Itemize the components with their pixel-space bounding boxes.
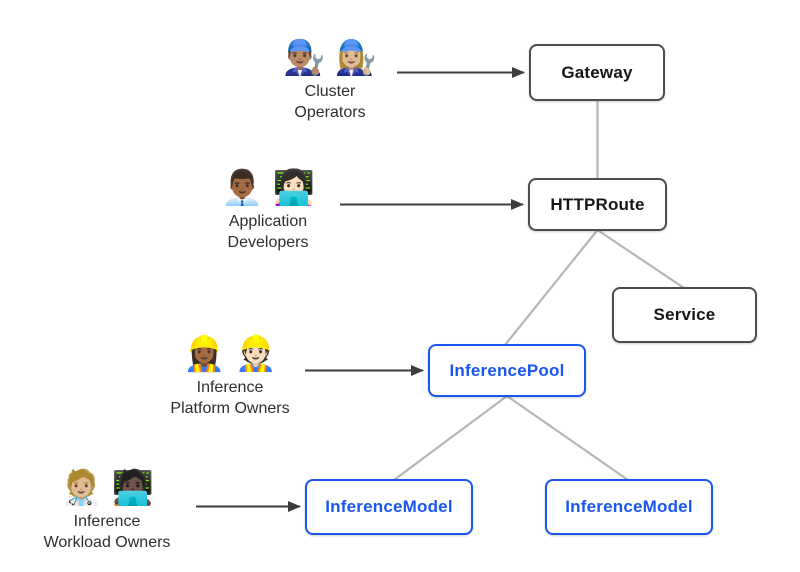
- cluster-operators-icon: 👨🏽‍🔧 👩🏼‍🔧: [282, 39, 378, 77]
- edge-httproute-service: [596, 229, 685, 289]
- persona-label: Inference Workload Owners: [43, 512, 171, 551]
- application-developers-icon: 👨🏾‍💼 👩🏻‍💻: [220, 169, 316, 207]
- persona-label: Application Developers: [227, 212, 309, 251]
- edge-inferencepool-inferencemodel-1: [393, 395, 508, 481]
- persona-label: Cluster Operators: [294, 82, 366, 121]
- node-label: Service: [653, 305, 716, 324]
- persona-cluster-operators: 👨🏽‍🔧 👩🏼‍🔧 Cluster Operators: [235, 38, 425, 123]
- node-label: InferencePool: [449, 360, 565, 380]
- node-service: Service: [612, 287, 757, 343]
- edge-inferencepool-inferencemodel-2: [506, 395, 629, 481]
- node-label: HTTPRoute: [550, 194, 645, 214]
- node-inferencemodel-left: InferenceModel: [305, 479, 473, 535]
- node-gateway: Gateway: [529, 44, 665, 101]
- persona-application-developers: 👨🏾‍💼 👩🏻‍💻 Application Developers: [173, 168, 363, 253]
- persona-inference-platform-owners: 👷🏾‍♀️ 👷🏻 Inference Platform Owners: [135, 334, 325, 419]
- node-label: InferenceModel: [565, 497, 693, 516]
- persona-label: Inference Platform Owners: [170, 378, 290, 417]
- edge-httproute-inferencepool: [504, 229, 599, 346]
- node-label: InferenceModel: [325, 497, 453, 516]
- persona-inference-workload-owners: 🧑🏼‍⚕️ 🧑🏿‍💻 Inference Workload Owners: [12, 468, 202, 553]
- node-label: Gateway: [561, 62, 633, 82]
- inference-platform-owners-icon: 👷🏾‍♀️ 👷🏻: [182, 335, 278, 373]
- node-inferencemodel-right: InferenceModel: [545, 479, 713, 535]
- node-inferencepool: InferencePool: [428, 344, 586, 397]
- node-httproute: HTTPRoute: [528, 178, 667, 231]
- inference-workload-owners-icon: 🧑🏼‍⚕️ 🧑🏿‍💻: [59, 469, 155, 507]
